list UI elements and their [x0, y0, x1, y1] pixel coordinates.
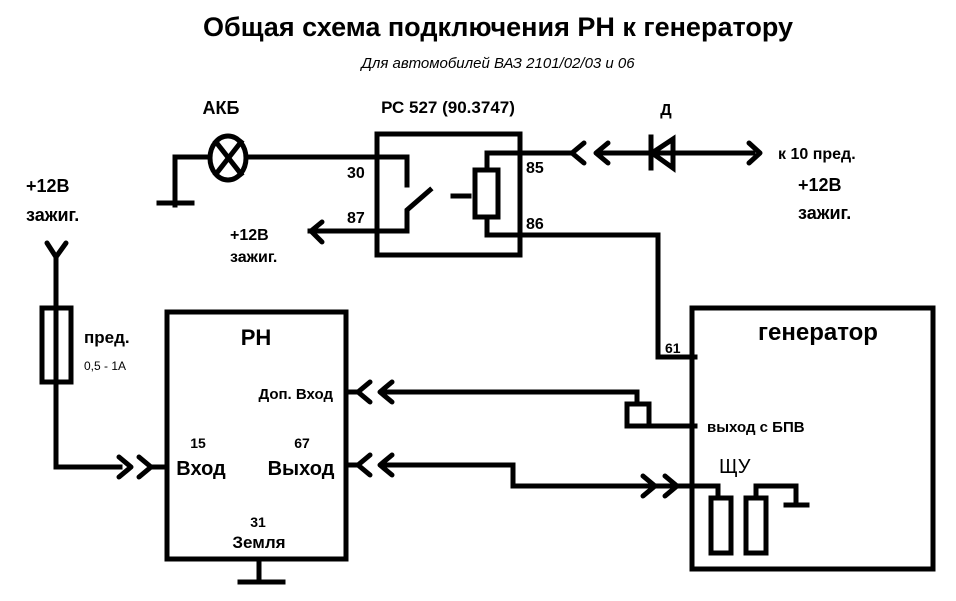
diagram-subtitle: Для автомобилей ВАЗ 2101/02/03 и 06 [359, 55, 635, 72]
right-top-line1: к 10 пред. [778, 146, 856, 163]
bpv-connector-icon [624, 401, 652, 429]
fuse-label: пред. [84, 328, 130, 347]
wire-67-to-brush [379, 462, 721, 500]
brush-ground-wire [753, 483, 799, 508]
regulator-output: Выход [268, 458, 335, 480]
battery-label: АКБ [203, 98, 240, 118]
regulator-input: Вход [176, 458, 226, 480]
connector-female-icon [662, 473, 680, 499]
regulator-aux-input: Доп. Вход [258, 386, 333, 403]
arrow-right-icon [746, 140, 763, 166]
connector-male-icon [116, 454, 134, 480]
relay-label: РС 527 (90.3747) [381, 98, 515, 117]
right-top-line2: +12В [798, 175, 842, 195]
fuse-rating: 0,5 - 1А [84, 359, 126, 373]
generator-pin-61: 61 [665, 340, 681, 356]
brush-icon [743, 495, 769, 556]
relay-out-line2: зажиг. [230, 249, 277, 266]
generator-bpv-output: выход с БПВ [707, 419, 805, 436]
regulator-pin-31: 31 [250, 514, 266, 530]
regulator-pin-15: 15 [190, 435, 206, 451]
fuse-icon [39, 305, 74, 385]
wire-86-to-61 [484, 214, 698, 360]
relay-pin-86: 86 [526, 216, 544, 233]
regulator-pin-67: 67 [294, 435, 310, 451]
connector-female-icon [569, 140, 587, 166]
relay-pin-87: 87 [347, 210, 365, 227]
generator-box [689, 305, 936, 572]
relay-out-line1: +12В [230, 227, 269, 244]
diode-icon [647, 134, 676, 173]
generator-label: генератор [758, 319, 878, 346]
diode-label: Д [660, 102, 672, 119]
wire-supply-to-15 [53, 254, 123, 470]
connector-male-icon [640, 473, 658, 499]
relay-box [374, 131, 523, 258]
diagram-title: Общая схема подключения РН к генератору [203, 12, 793, 42]
left-supply-line1: +12В [26, 176, 70, 196]
brush-icon [708, 495, 734, 556]
left-supply-line2: зажиг. [26, 205, 79, 225]
regulator-label: РН [241, 325, 272, 350]
arrow-left-icon [308, 219, 325, 245]
lamp-cross-icon [207, 133, 249, 183]
right-top-line3: зажиг. [798, 203, 851, 223]
relay-coil-wire-85 [484, 150, 575, 173]
regulator-ground: Земля [232, 533, 285, 552]
generator-brush-unit: ЩУ [719, 456, 751, 478]
connector-female-icon [355, 452, 373, 478]
relay-coil-icon [472, 167, 501, 220]
relay-pin-85: 85 [526, 160, 544, 177]
wire-aux-to-bpv [379, 389, 640, 407]
battery-ground-wire [172, 154, 213, 208]
relay-pin-30: 30 [347, 165, 365, 182]
connector-female-icon [355, 379, 373, 405]
relay-switch-contact [307, 186, 434, 234]
